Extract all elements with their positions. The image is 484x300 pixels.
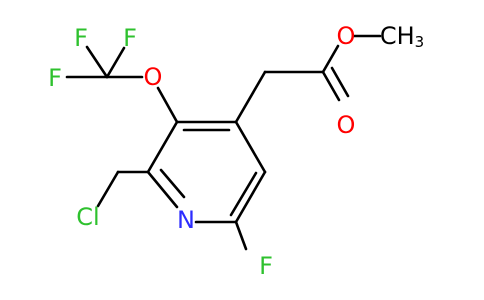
bond-lines xyxy=(65,34,382,251)
bond-c6-f xyxy=(234,220,248,251)
atom-f-top-mid: F xyxy=(123,24,137,52)
bond-ring-c5-c6 xyxy=(234,170,267,224)
atom-methyl: CH3 xyxy=(380,22,424,51)
bond-ring-c5-c6-double xyxy=(229,171,258,217)
bond-c-f-top-left xyxy=(85,45,109,79)
methyl-subscript: 3 xyxy=(415,33,425,51)
bond-ch2-cl xyxy=(96,170,120,208)
methyl-hydrogen: H xyxy=(397,22,415,50)
methyl-carbon: C xyxy=(380,22,397,50)
bond-c-f-top-mid xyxy=(105,46,126,79)
bond-carbonyl-o-ester xyxy=(321,44,340,74)
atom-o-carbonyl: O xyxy=(337,111,356,139)
atom-cl: Cl xyxy=(76,203,99,231)
bond-ring-n-c2-double xyxy=(159,168,186,199)
atom-o-ester: O xyxy=(337,22,356,50)
bond-ring-n-c2 xyxy=(146,170,179,209)
bond-c4-ch2 xyxy=(234,70,267,124)
bond-ring-c2-c3 xyxy=(146,120,179,174)
atom-labels: F F F O O O CH3 Cl N F xyxy=(48,22,424,280)
atom-f-top-left: F xyxy=(74,24,88,52)
bond-o-ether-ring xyxy=(156,86,179,124)
atom-f-mid-left: F xyxy=(48,64,62,92)
bond-carbonyl-o-double-1 xyxy=(321,70,341,102)
bond-ring-c4-c5 xyxy=(234,120,267,174)
atom-f-ring: F xyxy=(259,252,273,280)
atom-n: N xyxy=(177,206,195,234)
bond-carbonyl-o-double-2 xyxy=(330,66,350,98)
atom-o-ether: O xyxy=(144,63,163,91)
